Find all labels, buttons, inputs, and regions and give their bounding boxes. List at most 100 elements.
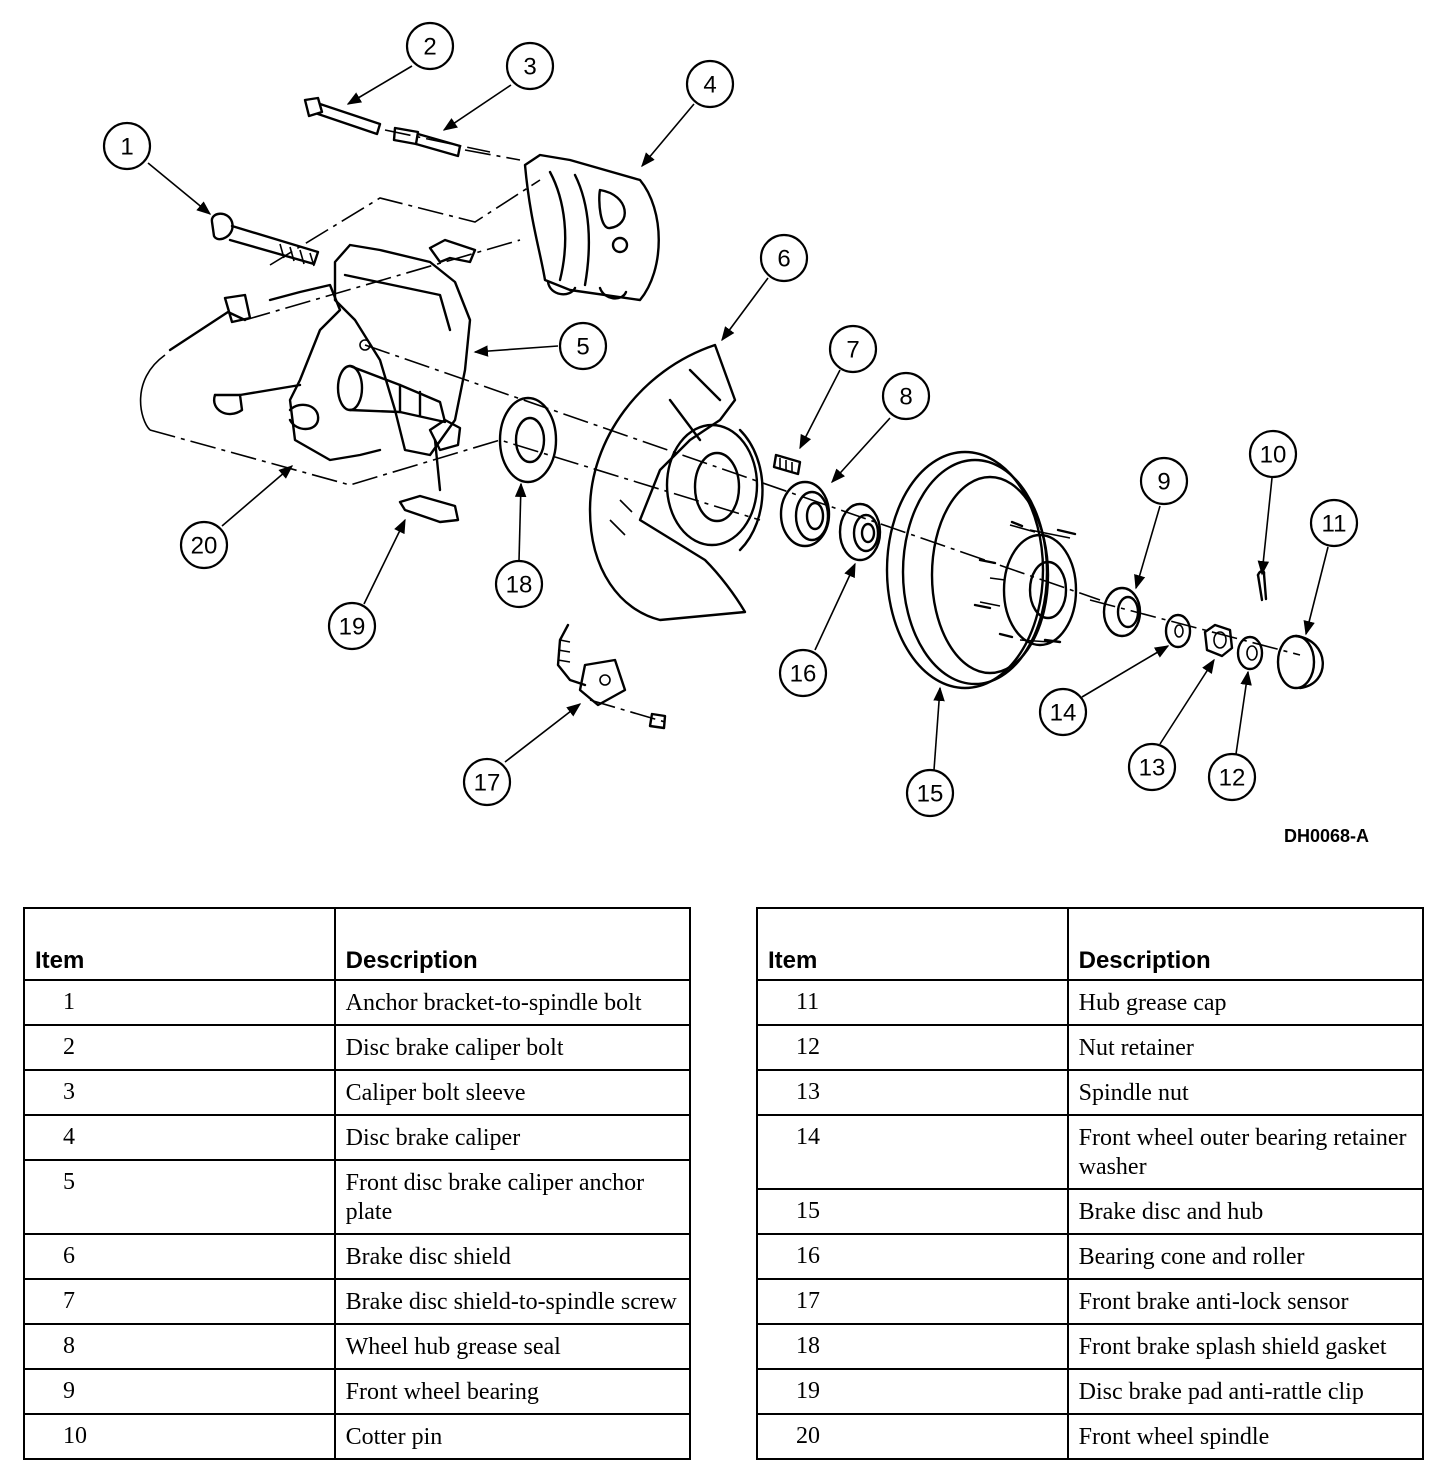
brake-disc-and-hub: [885, 450, 1078, 690]
item-number: 13: [756, 1069, 1069, 1116]
callout-number: 18: [506, 572, 533, 599]
callout-circle: [462, 757, 512, 807]
item-description: Brake disc shield-to-spindle screw: [333, 1278, 692, 1325]
callout-15: 15: [905, 768, 955, 818]
callout-6: 6: [759, 233, 809, 283]
item-description: Disc brake caliper bolt: [333, 1024, 692, 1071]
item-number: 3: [23, 1069, 336, 1116]
assembly-guide-lines: [149, 129, 1301, 723]
item-description: Brake disc shield: [333, 1233, 692, 1280]
item-column-header: Item: [756, 907, 1069, 981]
callout-number: 14: [1050, 700, 1077, 727]
callout-number: 3: [523, 54, 536, 81]
item-number: 12: [756, 1024, 1069, 1071]
nut-retainer: [1236, 635, 1264, 671]
callout-circle: [1139, 456, 1189, 506]
callout-circle: [828, 324, 878, 374]
callout-circle: [405, 21, 455, 71]
item-description: Caliper bolt sleeve: [333, 1069, 692, 1116]
callout-circle: [1127, 742, 1177, 792]
callout-number: 16: [790, 661, 817, 688]
callout-20: 20: [179, 520, 229, 570]
callout-8: 8: [881, 371, 931, 421]
callout-4: 4: [685, 59, 735, 109]
callout-circle: [1207, 752, 1257, 802]
item-number: 4: [23, 1114, 336, 1161]
callout-5: 5: [558, 321, 608, 371]
callout-circle: [327, 601, 377, 651]
callout-1: 1: [102, 121, 152, 171]
disc-brake-caliper: [523, 153, 660, 302]
item-description: Nut retainer: [1066, 1024, 1425, 1071]
callout-number: 1: [120, 134, 133, 161]
item-description: Front wheel bearing: [333, 1368, 692, 1415]
callout-13: 13: [1127, 742, 1177, 792]
callout-circle: [905, 768, 955, 818]
sensor-wire: [139, 293, 252, 431]
table-header-row: Item Description: [756, 907, 1425, 981]
item-description: Bearing cone and roller: [1066, 1233, 1425, 1280]
callout-17: 17: [462, 757, 512, 807]
item-description: Front wheel outer bearing retainer washe…: [1066, 1114, 1425, 1190]
callout-number: 11: [1322, 511, 1347, 538]
callout-number: 6: [777, 246, 790, 273]
item-description: Cotter pin: [333, 1413, 692, 1460]
callout-number: 15: [917, 781, 944, 808]
callout-number: 19: [339, 614, 366, 641]
item-description: Front brake splash shield gasket: [1066, 1323, 1425, 1370]
callout-18: 18: [494, 559, 544, 609]
brake-disc-shield: [588, 343, 764, 622]
spindle-nut: [1203, 623, 1234, 658]
item-column-header: Item: [23, 907, 336, 981]
shield-screw: [772, 453, 802, 476]
callout-number: 10: [1260, 442, 1287, 469]
callout-12: 12: [1207, 752, 1257, 802]
callout-number: 17: [474, 770, 501, 797]
item-number: 14: [756, 1114, 1069, 1190]
callout-number: 9: [1157, 469, 1170, 496]
item-number: 7: [23, 1278, 336, 1325]
item-description: Front wheel spindle: [1066, 1413, 1425, 1460]
callout-circle: [558, 321, 608, 371]
callout-11: 11: [1309, 498, 1359, 548]
anchor-bracket-bolt: [210, 212, 320, 267]
item-number: 16: [756, 1233, 1069, 1280]
item-number: 18: [756, 1323, 1069, 1370]
item-description: Hub grease cap: [1066, 979, 1425, 1026]
hub-grease-cap: [1276, 634, 1324, 690]
callout-19: 19: [327, 601, 377, 651]
description-column-header: Description: [1066, 907, 1425, 981]
callout-circle: [494, 559, 544, 609]
callout-number: 20: [191, 533, 218, 560]
item-description: Spindle nut: [1066, 1069, 1425, 1116]
leader-arrows: [147, 65, 1329, 771]
item-description: Anchor bracket-to-spindle bolt: [333, 979, 692, 1026]
item-number: 2: [23, 1024, 336, 1071]
callout-14: 14: [1038, 687, 1088, 737]
item-number: 5: [23, 1159, 336, 1235]
item-number: 17: [756, 1278, 1069, 1325]
item-number: 10: [23, 1413, 336, 1460]
callout-9: 9: [1139, 456, 1189, 506]
callout-circle: [1038, 687, 1088, 737]
callout-circle: [685, 59, 735, 109]
callout-circle: [102, 121, 152, 171]
diagram-code: DH0068-A: [1284, 826, 1370, 846]
